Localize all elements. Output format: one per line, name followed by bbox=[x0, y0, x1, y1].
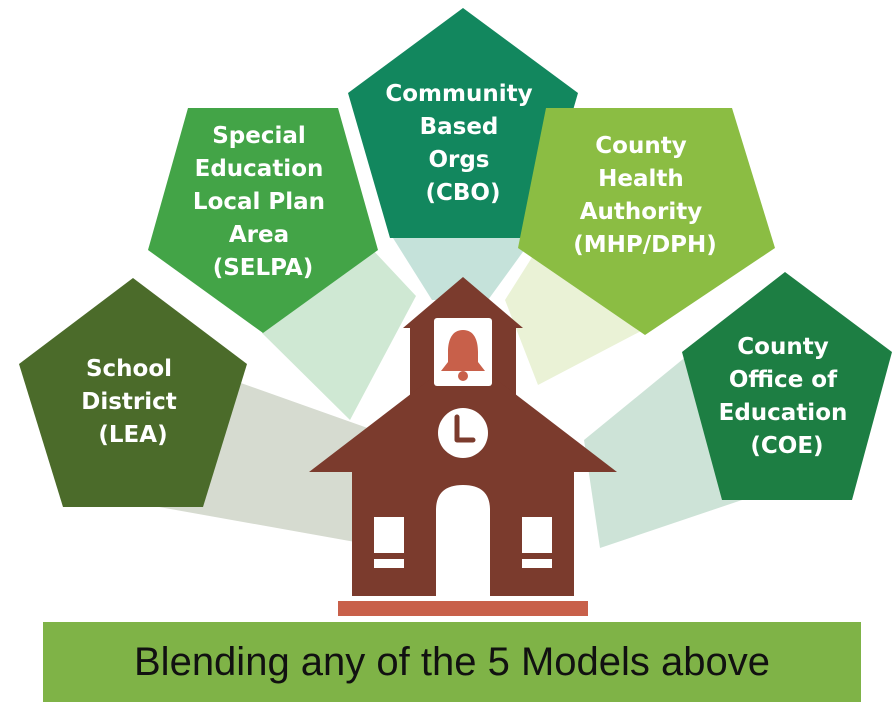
label-line: Office of bbox=[729, 367, 838, 393]
clock-icon bbox=[438, 408, 488, 458]
pentagon-shape bbox=[19, 278, 247, 507]
pentagon-cbo: Community Based Orgs (CBO) bbox=[348, 8, 578, 238]
label-line: District bbox=[81, 389, 177, 415]
label-line: County bbox=[737, 334, 828, 360]
label-line: Education bbox=[719, 400, 848, 426]
bell-clapper bbox=[458, 371, 468, 381]
label-line: School bbox=[86, 356, 172, 382]
label-line: Local Plan bbox=[193, 189, 325, 215]
schoolhouse-icon bbox=[309, 277, 617, 616]
right-window bbox=[522, 517, 552, 568]
door bbox=[436, 485, 490, 596]
label-line: Community bbox=[385, 81, 532, 107]
clock-face bbox=[438, 408, 488, 458]
pentagon-shape bbox=[682, 272, 892, 500]
pentagon-label-selpa: Special Education Local Plan Area (SELPA… bbox=[193, 123, 333, 281]
window-sill bbox=[374, 559, 404, 568]
ray-cbo bbox=[393, 238, 533, 300]
label-line: (COE) bbox=[750, 433, 823, 459]
label-line: Based bbox=[420, 114, 499, 140]
window-pane bbox=[374, 517, 404, 553]
label-line: (LEA) bbox=[98, 422, 167, 448]
label-line: Education bbox=[195, 156, 324, 182]
bell-shape bbox=[441, 330, 485, 371]
pentagon-shape bbox=[518, 108, 775, 335]
label-line: County bbox=[595, 133, 686, 159]
label-line: Orgs bbox=[428, 147, 489, 173]
pentagon-label-lea: School District (LEA) bbox=[81, 356, 185, 448]
window-pane bbox=[522, 517, 552, 553]
pentagon-shape bbox=[348, 8, 578, 238]
pentagon-label-cbo: Community Based Orgs (CBO) bbox=[385, 81, 540, 206]
label-line: (SELPA) bbox=[213, 255, 314, 281]
pentagon-selpa: Special Education Local Plan Area (SELPA… bbox=[148, 108, 378, 333]
tower-roof bbox=[403, 277, 523, 328]
clock-hands bbox=[454, 414, 476, 443]
banner-text: Blending any of the 5 Models above bbox=[134, 639, 770, 684]
label-line: Health bbox=[598, 166, 684, 192]
pentagon-county-health: County Health Authority (MHP/DPH) bbox=[518, 108, 775, 335]
bell-icon bbox=[441, 330, 485, 381]
pentagon-lea: School District (LEA) bbox=[19, 278, 247, 507]
pentagon-shape bbox=[148, 108, 378, 333]
label-line: (MHP/DPH) bbox=[573, 232, 717, 258]
label-line: Area bbox=[229, 222, 289, 248]
summary-banner: Blending any of the 5 Models above bbox=[43, 622, 861, 702]
ray-selpa bbox=[262, 232, 416, 420]
window-sill bbox=[522, 559, 552, 568]
pentagon-label-county-health: County Health Authority (MHP/DPH) bbox=[573, 133, 717, 258]
school-base bbox=[338, 601, 588, 616]
label-line: (CBO) bbox=[426, 180, 501, 206]
label-line: Special bbox=[212, 123, 306, 149]
pentagon-coe: County Office of Education (COE) bbox=[682, 272, 892, 500]
pentagon-label-coe: County Office of Education (COE) bbox=[719, 334, 856, 459]
left-window bbox=[374, 517, 404, 568]
rays bbox=[148, 232, 742, 548]
ray-county-health bbox=[505, 232, 643, 385]
label-line: Authority bbox=[580, 199, 703, 225]
